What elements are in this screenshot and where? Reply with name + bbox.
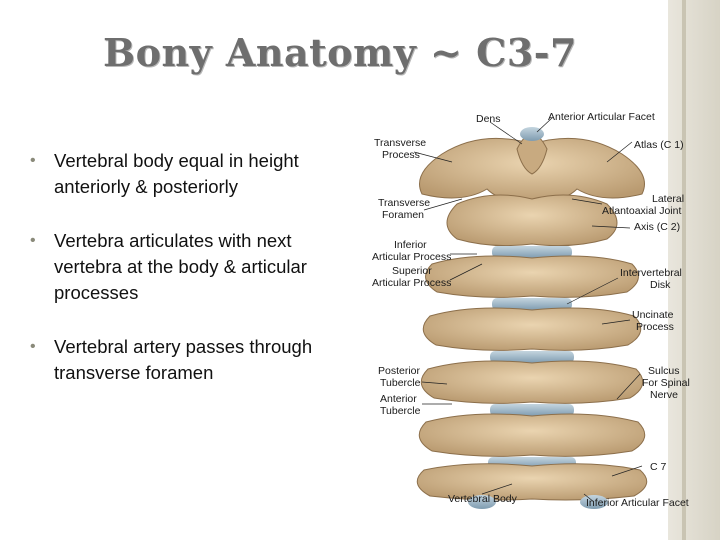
label-vertebral-body: Vertebral Body (448, 493, 518, 505)
bullet-dot-icon: • (30, 232, 36, 249)
intervertebral-disk (492, 246, 572, 258)
vertebra-c4 (422, 307, 642, 351)
intervertebral-disk (492, 298, 572, 310)
vertebra-c7 (416, 463, 648, 501)
bullet-text: Vertebral artery passes through transver… (54, 336, 313, 383)
leader-lines (413, 117, 643, 503)
bullet-item: • Vertebral body equal in height anterio… (30, 148, 360, 200)
vertebra-c5 (420, 360, 644, 404)
label-c7: C 7 (650, 461, 667, 473)
bullet-dot-icon: • (30, 152, 36, 169)
label-dens: Dens (476, 113, 501, 125)
intervertebral-disk (490, 351, 574, 363)
vertebra-c6 (418, 413, 646, 457)
figure-labels: Dens Anterior Articular Facet Transverse… (372, 111, 690, 509)
slide-title: Bony Anatomy ~ C3-7 (102, 30, 578, 75)
cervical-spine-illustration: Dens Anterior Articular Facet Transverse… (362, 104, 704, 514)
bullet-item: • Vertebral artery passes through transv… (30, 334, 360, 386)
spine-svg: Dens Anterior Articular Facet Transverse… (372, 111, 690, 509)
inferior-facet-left (468, 495, 496, 509)
decorative-side-bar (668, 0, 720, 540)
bullet-list: • Vertebral body equal in height anterio… (30, 148, 360, 414)
bullet-text: Vertebra articulates with next vertebra … (54, 230, 307, 303)
bullet-item: • Vertebra articulates with next vertebr… (30, 228, 360, 306)
axis-vertebra (446, 194, 618, 247)
vertebra-stack (416, 246, 648, 509)
vertebra-c3 (425, 255, 639, 298)
intervertebral-disk (490, 404, 574, 416)
label-atlas: Atlas (C 1) (634, 139, 684, 151)
bullet-dot-icon: • (30, 338, 36, 355)
label-inferior-articular-facet: Inferior Articular Facet (586, 497, 689, 509)
label-axis: Axis (C 2) (634, 221, 680, 233)
bullet-text: Vertebral body equal in height anteriorl… (54, 150, 299, 197)
atlas-facet (520, 127, 544, 141)
side-bar-strip (682, 0, 686, 540)
label-anterior-articular-facet: Anterior Articular Facet (548, 111, 655, 123)
